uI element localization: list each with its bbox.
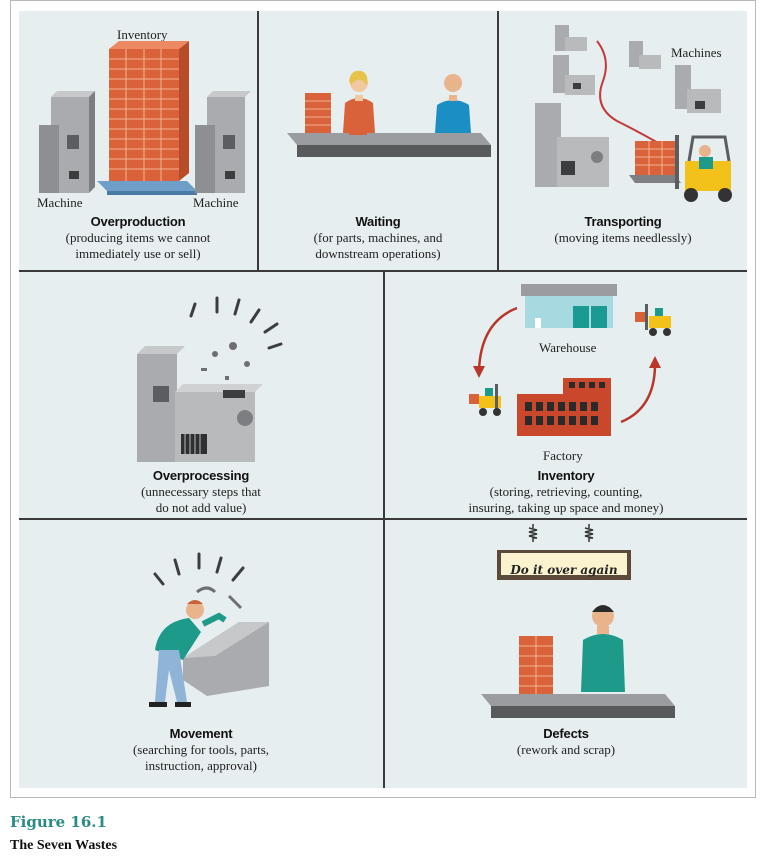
warehouse-label: Warehouse xyxy=(539,340,597,355)
movement-desc-1: (searching for tools, parts, xyxy=(132,742,270,757)
panel-overprocessing: Overprocessing (unnecessary steps that d… xyxy=(19,272,383,518)
divider xyxy=(19,518,747,520)
transporting-illustration xyxy=(535,25,732,202)
overprocessing-title: Overprocessing xyxy=(152,468,250,483)
inventory-desc-2: insuring, taking up space and money) xyxy=(468,500,664,515)
factory-label: Factory xyxy=(543,448,583,463)
machine-icon xyxy=(553,55,595,95)
machines-label: Machines xyxy=(671,45,722,60)
machine-icon xyxy=(555,25,587,51)
movement-desc-2: instruction, approval) xyxy=(145,758,257,773)
inventory-label: Inventory xyxy=(117,27,168,42)
overproduction-desc-1: (producing items we cannot xyxy=(65,230,211,245)
divider xyxy=(257,11,259,271)
waiting-title: Waiting xyxy=(355,214,401,229)
overprocessing-desc-2: do not add value) xyxy=(155,500,247,515)
transporting-title: Transporting xyxy=(584,214,662,229)
waiting-desc-2: downstream operations) xyxy=(315,246,441,261)
overproduction-title: Overproduction xyxy=(90,214,186,229)
divider xyxy=(383,271,385,788)
overproduction-illustration xyxy=(39,41,251,195)
forklift-icon xyxy=(675,135,732,202)
panel-defects: Do it over again Defects (rework and scr… xyxy=(385,520,747,788)
inventory-title: Inventory xyxy=(537,468,595,483)
warehouse-icon xyxy=(521,284,617,328)
panel-transporting: Machines xyxy=(499,11,747,270)
overprocessing-illustration xyxy=(137,296,283,462)
panel-inventory: Warehouse Factory Inventory (storing, re… xyxy=(385,272,747,518)
inventory-illustration xyxy=(469,284,671,436)
machine-icon xyxy=(39,91,95,193)
figure-frame: Inventory xyxy=(10,0,756,798)
panel-waiting: Waiting (for parts, machines, and downst… xyxy=(259,11,497,270)
defects-title: Defects xyxy=(543,726,589,741)
panel-overproduction: Inventory xyxy=(19,11,257,270)
machine-icon xyxy=(675,65,721,113)
forklift-icon xyxy=(469,384,501,416)
forklift-icon xyxy=(635,304,671,336)
movement-title: Movement xyxy=(169,726,233,741)
defects-illustration xyxy=(481,524,675,718)
waiting-illustration xyxy=(287,70,491,157)
transporting-desc-1: (moving items needlessly) xyxy=(554,230,692,245)
sign-do-it-over-again: Do it over again xyxy=(510,563,618,577)
divider xyxy=(497,11,499,271)
inventory-desc-1: (storing, retrieving, counting, xyxy=(489,484,643,499)
overproduction-desc-2: immediately use or sell) xyxy=(75,246,201,261)
machine-icon xyxy=(629,41,661,69)
machine-left-label: Machine xyxy=(37,195,83,210)
seven-wastes-diagram: Inventory xyxy=(19,11,747,788)
overprocessing-desc-1: (unnecessary steps that xyxy=(141,484,261,499)
machine-right-label: Machine xyxy=(193,195,239,210)
factory-icon xyxy=(517,378,611,436)
figure-number: Figure 16.1 xyxy=(10,813,107,831)
figure-caption: The Seven Wastes xyxy=(10,838,118,853)
waiting-desc-1: (for parts, machines, and xyxy=(313,230,443,245)
machine-icon xyxy=(535,103,609,187)
machine-icon xyxy=(137,346,263,462)
movement-illustration xyxy=(149,552,269,707)
machine-icon xyxy=(195,91,251,193)
defects-desc-1: (rework and scrap) xyxy=(516,742,616,757)
panel-movement: Movement (searching for tools, parts, in… xyxy=(19,520,383,788)
